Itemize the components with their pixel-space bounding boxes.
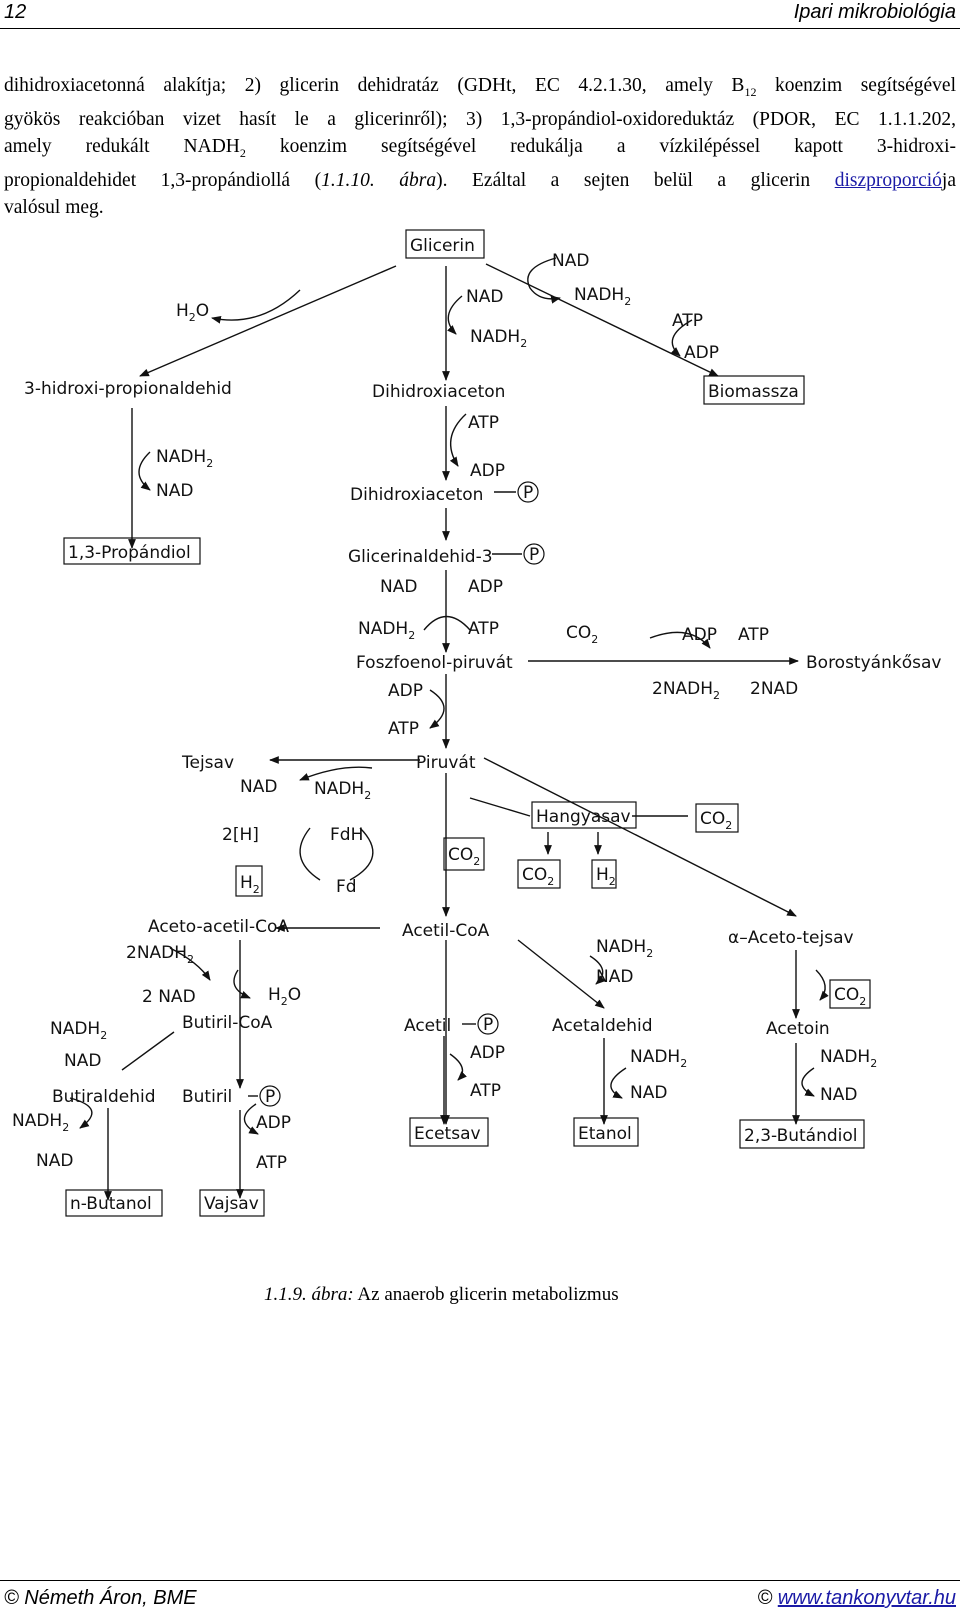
node-nadh-j: NADH2	[12, 1111, 69, 1134]
node-nadh-g: NADH2	[50, 1019, 107, 1042]
node-2h: 2[H]	[222, 825, 259, 845]
node-co2-d: CO2	[522, 865, 554, 888]
node-atp-b: ATP	[468, 413, 499, 433]
node-atp-e: ATP	[388, 719, 419, 739]
node-atp-d: ATP	[738, 625, 769, 645]
node-adp-e: ADP	[388, 681, 423, 701]
node-adp-b: ADP	[470, 461, 505, 481]
page-footer: © Németh Áron, BME © www.tankonyvtar.hu	[0, 1580, 960, 1618]
node-acetil-coa: Acetil-CoA	[402, 921, 490, 941]
phosphate-label-a: P	[523, 483, 533, 503]
node-h2o-b: H2O	[268, 985, 301, 1008]
node-fd: Fd	[336, 877, 357, 897]
node-atp-f: ATP	[470, 1081, 501, 1101]
node-atp-a: ATP	[672, 311, 703, 331]
diszproporcio-link[interactable]: diszproporció	[834, 169, 942, 191]
node-nadh-i: NADH2	[820, 1047, 877, 1070]
node-nad-h: NAD	[630, 1083, 667, 1103]
node-hangyasav: Hangyasav	[536, 807, 631, 827]
paragraph-line-4: propionaldehidet 1,3-propándiollá (1.1.1…	[4, 169, 956, 191]
node-adp-g: ADP	[256, 1113, 291, 1133]
node-ecetsav: Ecetsav	[414, 1124, 481, 1144]
node-borostyankosav: Borostyánkősav	[806, 653, 941, 673]
node-n-butanol: n-Butanol	[70, 1194, 152, 1214]
node-acetil-p: Acetil	[404, 1016, 451, 1036]
node-2nadh: 2NADH2	[652, 679, 720, 702]
node-h2o-a: H2O	[176, 301, 209, 324]
node-butandiol: 2,3-Butándiol	[744, 1126, 858, 1146]
node-dihidroxiaceton-p: Dihidroxiaceton	[350, 485, 483, 505]
node-adp-a: ADP	[684, 343, 719, 363]
node-nad-a: NAD	[552, 251, 589, 271]
paragraph-line-5: valósul meg.	[4, 196, 104, 218]
node-nadh-c: NADH2	[156, 447, 213, 470]
node-2nadh-b: 2NADH2	[126, 943, 194, 966]
node-atp-c: ATP	[468, 619, 499, 639]
node-adp-d: ADP	[682, 625, 717, 645]
node-piruvat: Piruvát	[416, 753, 476, 773]
paragraph-line-3: amely redukált NADH2 koenzim segítségéve…	[4, 135, 956, 160]
node-biomassza: Biomassza	[708, 382, 799, 402]
caption-text: Az anaerob glicerin metabolizmus	[353, 1284, 619, 1305]
node-butiril-coa: Butiril-CoA	[182, 1013, 273, 1033]
node-acetoin: Acetoin	[766, 1019, 830, 1039]
footer-site-link[interactable]: www.tankonyvtar.hu	[777, 1587, 956, 1609]
node-nad-b: NAD	[466, 287, 503, 307]
node-co2-a: CO2	[566, 623, 598, 646]
node-nadh-b: NADH2	[470, 327, 527, 350]
running-title: Ipari mikrobiológia	[793, 1, 956, 23]
footer-site: © www.tankonyvtar.hu	[757, 1587, 956, 1609]
figure-reference: 1.1.10. ábra	[321, 169, 437, 191]
node-acetaldehid: Acetaldehid	[552, 1016, 652, 1036]
phosphate-label-d: P	[265, 1087, 275, 1107]
node-atp-g: ATP	[256, 1153, 287, 1173]
node-nadh-h: NADH2	[630, 1047, 687, 1070]
node-nad-f: NAD	[596, 967, 633, 987]
node-nadh-d: NADH2	[358, 619, 415, 642]
node-butiril-p: Butiril	[182, 1087, 232, 1107]
node-propandiol: 1,3-Propándiol	[68, 543, 191, 563]
node-nad-g: NAD	[64, 1051, 101, 1071]
node-foszfoenol-piruvat: Foszfoenol-piruvát	[356, 653, 513, 673]
node-fdh: FdH	[330, 825, 363, 845]
node-tejsav: Tejsav	[181, 753, 234, 773]
node-etanol: Etanol	[578, 1124, 632, 1144]
node-nadh-e: NADH2	[314, 779, 371, 802]
node-glicerin: Glicerin	[410, 236, 475, 256]
node-aceto-acetil-coa: Aceto-acetil-CoA	[148, 917, 289, 937]
metabolic-pathway-diagram: Glicerin H2O NAD NADH2 NAD NADH2 ATP ADP…	[12, 229, 941, 1217]
phosphate-label-c: P	[483, 1015, 493, 1035]
caption-number: 1.1.9. ábra:	[264, 1284, 354, 1305]
node-butiraldehid: Butiraldehid	[52, 1087, 156, 1107]
node-dihidroxiaceton: Dihidroxiaceton	[372, 382, 505, 402]
node-vajsav: Vajsav	[204, 1194, 259, 1214]
page-header: 12 Ipari mikrobiológia	[0, 0, 960, 29]
node-nadh-a: NADH2	[574, 285, 631, 308]
node-h2-a: H2	[596, 865, 616, 888]
paragraph-line-1: dihidroxiacetonná alakítja; 2) glicerin …	[4, 75, 956, 99]
page-number: 12	[4, 1, 27, 23]
node-co2-c: CO2	[448, 845, 480, 868]
node-nad-c: NAD	[156, 481, 193, 501]
body-paragraph: dihidroxiacetonná alakítja; 2) glicerin …	[4, 72, 956, 221]
footer-author: © Németh Áron, BME	[4, 1587, 197, 1609]
phosphate-label-b: P	[529, 545, 539, 565]
node-adp-f: ADP	[470, 1043, 505, 1063]
paragraph-line-2: gyökös reakcióban vizet hasít le a glice…	[4, 108, 956, 130]
node-co2-b: CO2	[700, 809, 732, 832]
figure-caption: 1.1.9. ábra: Az anaerob glicerin metabol…	[264, 1284, 619, 1306]
node-nadh-f: NADH2	[596, 937, 653, 960]
node-glicerinaldehid: Glicerinaldehid-3	[348, 547, 493, 567]
node-co2-e: CO2	[834, 985, 866, 1008]
node-2nad-b: 2 NAD	[142, 987, 196, 1007]
node-2nad: 2NAD	[750, 679, 798, 699]
node-aceto-tejsav: α–Aceto-tejsav	[728, 928, 854, 948]
node-nad-d: NAD	[380, 577, 417, 597]
node-hidroxipropionaldehid: 3-hidroxi-propionaldehid	[24, 379, 232, 399]
node-adp-c: ADP	[468, 577, 503, 597]
node-nad-i: NAD	[820, 1085, 857, 1105]
node-h2-b: H2	[240, 873, 260, 896]
node-nad-e: NAD	[240, 777, 277, 797]
node-nad-j: NAD	[36, 1151, 73, 1171]
